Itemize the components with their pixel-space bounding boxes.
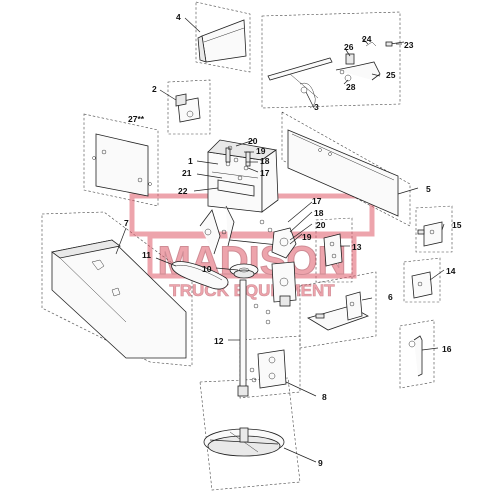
outline-bracket-15 [415, 205, 453, 253]
callout-19a: 19 [256, 146, 266, 156]
callout-27: 27** [128, 114, 145, 124]
leader-lines [115, 17, 445, 463]
outline-bracket-14 [403, 257, 441, 303]
callout-16: 16 [442, 344, 452, 354]
callout-1: 1 [188, 156, 193, 166]
part-bracket-14 [411, 271, 433, 299]
callout-20b: 20 [316, 220, 326, 230]
outline-deflector-3 [261, 11, 401, 109]
callout-18b: 18 [314, 208, 324, 218]
part-panel-5 [287, 129, 399, 217]
callout-19b: 19 [302, 232, 312, 242]
callout-9: 9 [318, 458, 323, 468]
callout-24: 24 [362, 34, 372, 44]
callout-13: 13 [352, 242, 362, 252]
callout-11: 11 [142, 250, 151, 260]
part-frame-7 [51, 239, 187, 359]
part-bracket-13 [323, 233, 343, 267]
callout-22: 22 [178, 186, 188, 196]
outline-panel-27 [83, 113, 159, 207]
part-hood-4 [197, 19, 247, 63]
callout-7: 7 [124, 218, 129, 228]
outline-bracket-2 [167, 79, 211, 135]
outline-bracket-13 [315, 217, 353, 283]
callout-12: 12 [214, 336, 224, 346]
hardware-fasteners [221, 145, 273, 325]
outline-hood-4 [195, 1, 251, 73]
callout-20a: 20 [248, 136, 258, 146]
outline-handle-16 [399, 319, 435, 389]
part-pulley-10 [229, 263, 259, 279]
part-mount-8 [249, 349, 287, 389]
callout-26: 26 [344, 42, 354, 52]
part-panel-27 [92, 133, 152, 197]
outline-panel-5 [281, 111, 411, 227]
part-handle-16 [408, 335, 423, 377]
callout-labels: 4 24 23 26 25 28 2 3 27** 20 19 1 18 21 … [124, 12, 462, 468]
callout-21: 21 [182, 168, 192, 178]
callout-23: 23 [404, 40, 414, 50]
callout-5: 5 [426, 184, 431, 194]
callout-28: 28 [346, 82, 356, 92]
callout-14: 14 [446, 266, 456, 276]
part-linkage [199, 205, 297, 259]
watermark-line2: TRUCK EQUIPMENT [169, 281, 335, 300]
part-plate-6 [307, 291, 369, 331]
part-belt-11 [171, 261, 229, 290]
part-bracket-15 [417, 221, 443, 247]
part-shaft-12 [237, 279, 249, 397]
part-bracket-2 [175, 93, 201, 123]
callout-8: 8 [322, 392, 327, 402]
part-spinner-9 [203, 427, 285, 457]
outline-spinner-9 [199, 377, 301, 491]
part-deflector-3 [267, 57, 333, 109]
callout-3: 3 [314, 102, 319, 112]
callout-15: 15 [452, 220, 462, 230]
part-chute-main [207, 139, 279, 213]
part-hardware-23-28 [335, 41, 405, 82]
callout-10: 10 [202, 264, 212, 274]
callout-2: 2 [152, 84, 157, 94]
callout-18a: 18 [260, 156, 270, 166]
callout-6: 6 [388, 292, 393, 302]
part-gearbox [271, 261, 297, 307]
callout-17a: 17 [260, 168, 270, 178]
callout-4: 4 [176, 12, 181, 22]
callout-17b: 17 [312, 196, 322, 206]
callout-25: 25 [386, 70, 396, 80]
